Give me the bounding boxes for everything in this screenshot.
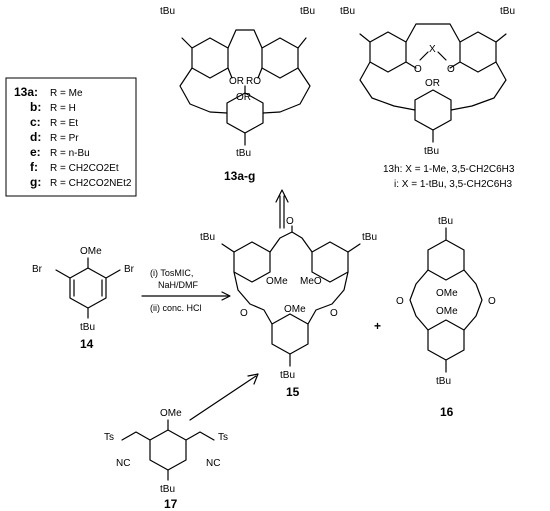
- label-ome-15: OMe: [266, 276, 288, 287]
- legend-rows: 13a: R = Me b: R = H c: R = Et d: R = Pr e: R = n…: [14, 85, 132, 189]
- label-o-15-top: O: [286, 216, 294, 227]
- label-tbu-15-bottom: tBu: [280, 370, 295, 381]
- label-ome-15-bottom: OMe: [284, 304, 306, 315]
- legend-id-5: f:: [30, 160, 38, 174]
- compound-14-structure: [55, 257, 121, 319]
- label-o-13h-left: O: [414, 64, 422, 75]
- arrow-14-to-15-head: [221, 291, 231, 301]
- label-tbu-15-right: tBu: [362, 232, 377, 243]
- label-tbu-14: tBu: [80, 322, 95, 333]
- label-o-16-left: O: [396, 296, 404, 307]
- label-tbu-13h-right: tBu: [500, 6, 515, 17]
- reagent-step1b: NaH/DMF: [158, 280, 199, 290]
- legend-text-5: R = CH2CO2Et: [50, 163, 119, 174]
- label-nc-17-left: NC: [116, 458, 130, 469]
- legend-id-2: c:: [30, 115, 41, 129]
- label-tbu-13-left: tBu: [160, 6, 175, 17]
- label-o-16-right: O: [488, 296, 496, 307]
- arrow-17-to-15: [189, 375, 257, 421]
- label-ome-16-top: OMe: [436, 288, 458, 299]
- label-ts-17-right: Ts: [218, 432, 228, 443]
- label-br-14-left: Br: [32, 264, 43, 275]
- label-o-13h-right: O: [447, 64, 455, 75]
- compound-label-13a-g: 13a-g: [224, 169, 255, 183]
- label-ts-17-left: Ts: [104, 432, 114, 443]
- compound-16-structure: [409, 227, 483, 373]
- legend-text-3: R = Pr: [50, 133, 79, 144]
- label-tbu-15-left: tBu: [200, 232, 215, 243]
- label-or-13h: OR: [425, 78, 440, 89]
- legend-text-4: R = n-Bu: [50, 148, 90, 159]
- arrow-15-to-13: [275, 189, 289, 229]
- reagent-step2: (ii) conc. HCl: [150, 303, 202, 313]
- label-tbu-16-top: tBu: [438, 216, 453, 227]
- label-ro-13: RO: [246, 76, 261, 87]
- label-ome-17: OMe: [160, 408, 182, 419]
- compound-17-structure: [121, 419, 215, 481]
- label-tbu-17: tBu: [160, 484, 175, 495]
- label-nc-17-right: NC: [206, 458, 220, 469]
- compound-label-14: 14: [80, 337, 94, 351]
- compound-label-13h: 13h: X = 1-Me, 3,5-CH2C6H3: [383, 164, 515, 175]
- legend-text-1: R = H: [50, 103, 76, 114]
- legend-id-6: g:: [30, 175, 41, 189]
- label-or-13-bottom: OR: [236, 92, 251, 103]
- legend-id-1: b:: [30, 100, 41, 114]
- label-meo-15: MeO: [300, 276, 322, 287]
- label-o-15-left: O: [240, 308, 248, 319]
- label-x-13h: X: [429, 44, 436, 55]
- label-br-14-right: Br: [124, 264, 135, 275]
- compound-15-structure: [221, 225, 361, 367]
- legend-text-0: R = Me: [50, 88, 83, 99]
- compound-label-17: 17: [164, 497, 178, 511]
- label-ome-14: OMe: [80, 246, 102, 257]
- label-tbu-13h-left: tBu: [340, 6, 355, 17]
- arrow-17-to-15-head: [247, 373, 259, 385]
- label-or-13-left: OR: [229, 76, 244, 87]
- legend-id-0: 13a:: [14, 85, 38, 99]
- compound-13h-i-structure: [359, 23, 507, 143]
- compound-label-16: 16: [440, 405, 454, 419]
- legend-id-4: e:: [30, 145, 41, 159]
- reagent-step1: (i) TosMIC,: [150, 268, 193, 278]
- label-tbu-13h-bottom: tBu: [424, 146, 439, 157]
- legend-id-3: d:: [30, 130, 41, 144]
- compound-13a-g-structure: [179, 29, 311, 146]
- label-tbu-13-right: tBu: [300, 6, 315, 17]
- label-ome-16-bottom: OMe: [436, 306, 458, 317]
- legend-text-2: R = Et: [50, 118, 78, 129]
- compound-label-15: 15: [286, 385, 300, 399]
- label-o-15-right: O: [330, 308, 338, 319]
- legend-box: [5, 77, 137, 197]
- legend-text-6: R = CH2CO2NEt2: [50, 178, 132, 189]
- label-tbu-13-bottom: tBu: [236, 148, 251, 159]
- compound-label-13i: i: X = 1-tBu, 3,5-CH2C6H3: [394, 179, 513, 190]
- label-tbu-16-bottom: tBu: [436, 376, 451, 387]
- plus-sign: +: [374, 319, 381, 333]
